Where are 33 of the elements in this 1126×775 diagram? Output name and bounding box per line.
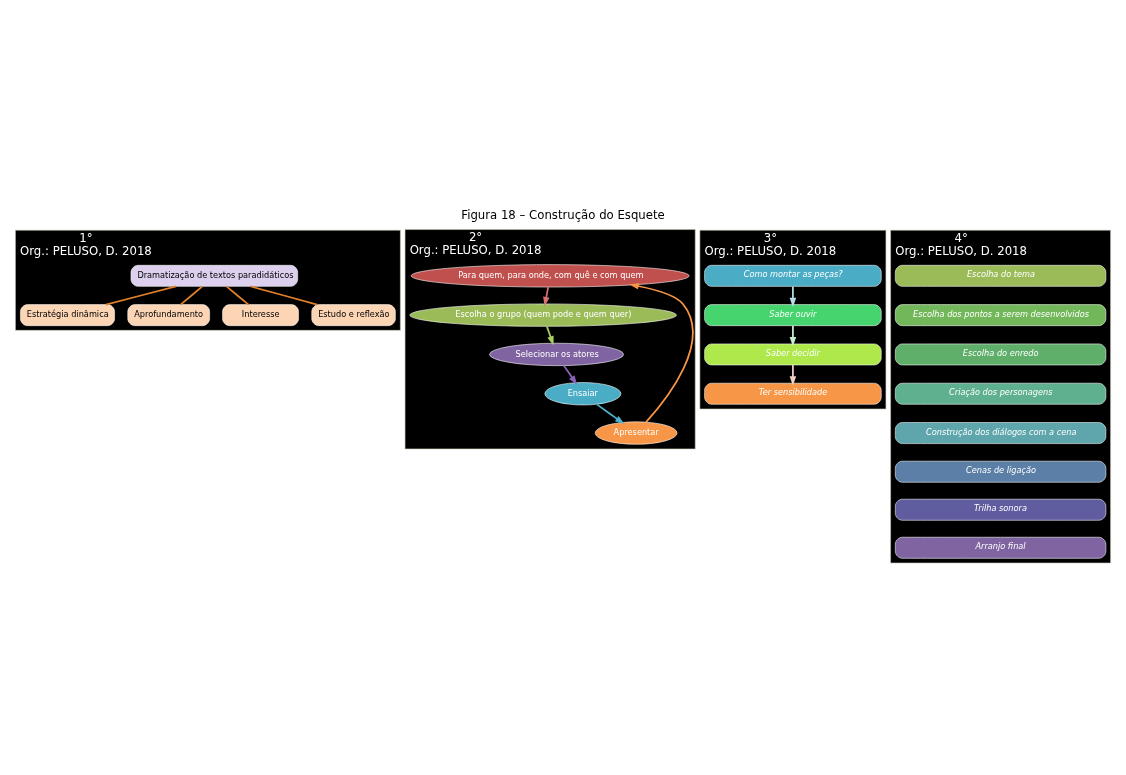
node-box: Escolha dos pontos a serem desenvolvidos [895,304,1107,326]
node-box: Escolha do tema [895,265,1107,287]
arrow [596,403,625,425]
connector [225,285,250,306]
arrow [563,364,578,385]
arrow [789,324,797,347]
arrow [629,282,694,424]
connector [179,285,204,306]
node-box: Aprofundamento [127,304,210,326]
node-ellipse: Escolha o grupo (quem pode e quem quer) [409,303,677,327]
node-ellipse: Selecionar os atores [489,342,624,366]
node-box: Como montar as peças? [704,265,882,287]
arrow [789,285,797,308]
node-box: Saber ouvir [704,304,882,326]
node-box: Dramatização de textos paradidáticos [130,265,298,287]
connector [105,285,177,306]
arrow [789,364,797,386]
node-box: Ter sensibilidade [704,382,882,405]
node-box: Cenas de ligação [895,460,1107,483]
node-box: Construção dos diálogos com a cena [895,422,1107,444]
node-box: Trilha sonora [895,498,1107,521]
arrow [546,325,554,346]
node-box: Estudo e reflexão [311,304,396,326]
connector [249,285,318,306]
node-box: Interesse [222,304,299,326]
node-ellipse: Ensaiar [544,382,622,406]
node-box: Arranjo final [895,536,1107,559]
node-box: Escolha do enredo [895,343,1107,366]
node-box: Saber decidir [704,343,882,366]
node-box: Estratégia dinâmica [20,304,115,326]
node-box: Criação dos personagens [895,382,1107,405]
node-ellipse: Apresentar [594,421,678,445]
diagram-title: Figura 18 – Construção do Esquete [461,208,665,223]
